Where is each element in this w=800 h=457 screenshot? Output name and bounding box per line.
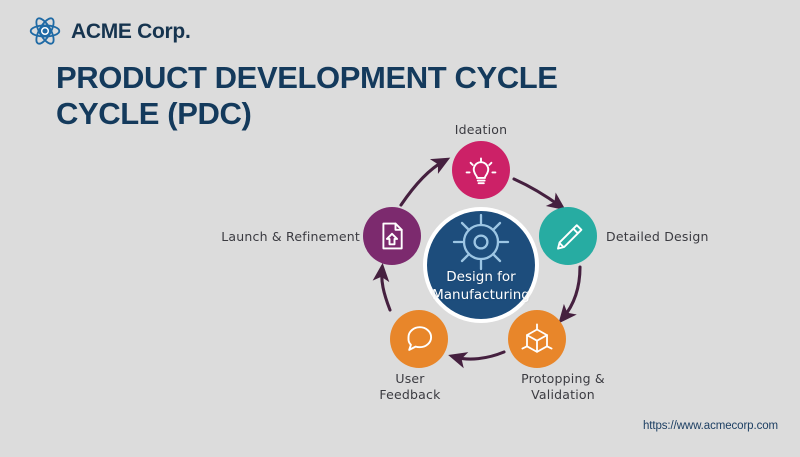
node-label-launch-refinement: Launch & Refinement [221,229,360,244]
cube-icon [521,323,553,353]
pencil-icon [557,224,583,250]
center-node-label: Design for Manufacturing [432,269,530,303]
brand-logo: ACME Corp. [28,14,191,48]
cycle-arrows [372,157,582,369]
node-launch-refinement[interactable] [363,207,421,265]
node-label-protopping-validation: Protopping & Validation [521,371,605,402]
document-upload-icon [382,222,403,250]
center-node-design-for-manufacturing[interactable] [423,207,539,323]
speech-bubble-icon [407,326,433,351]
node-label-detailed-design: Detailed Design [606,229,709,244]
node-label-user-feedback: User Feedback [379,371,441,402]
node-protopping-validation[interactable] [508,310,566,368]
page-title: PRODUCT DEVELOPMENT CYCLE CYCLE (PDC) [56,60,558,132]
footer-url[interactable]: https://www.acmecorp.com [642,420,778,432]
atom-icon [28,14,62,48]
gear-sun-icon [452,213,510,271]
node-label-ideation: Ideation [454,122,508,137]
node-ideation[interactable] [452,141,510,199]
lightbulb-icon [465,157,497,185]
brand-name: ACME Corp. [71,19,191,43]
node-detailed-design[interactable] [539,207,597,265]
node-user-feedback[interactable] [390,310,448,368]
